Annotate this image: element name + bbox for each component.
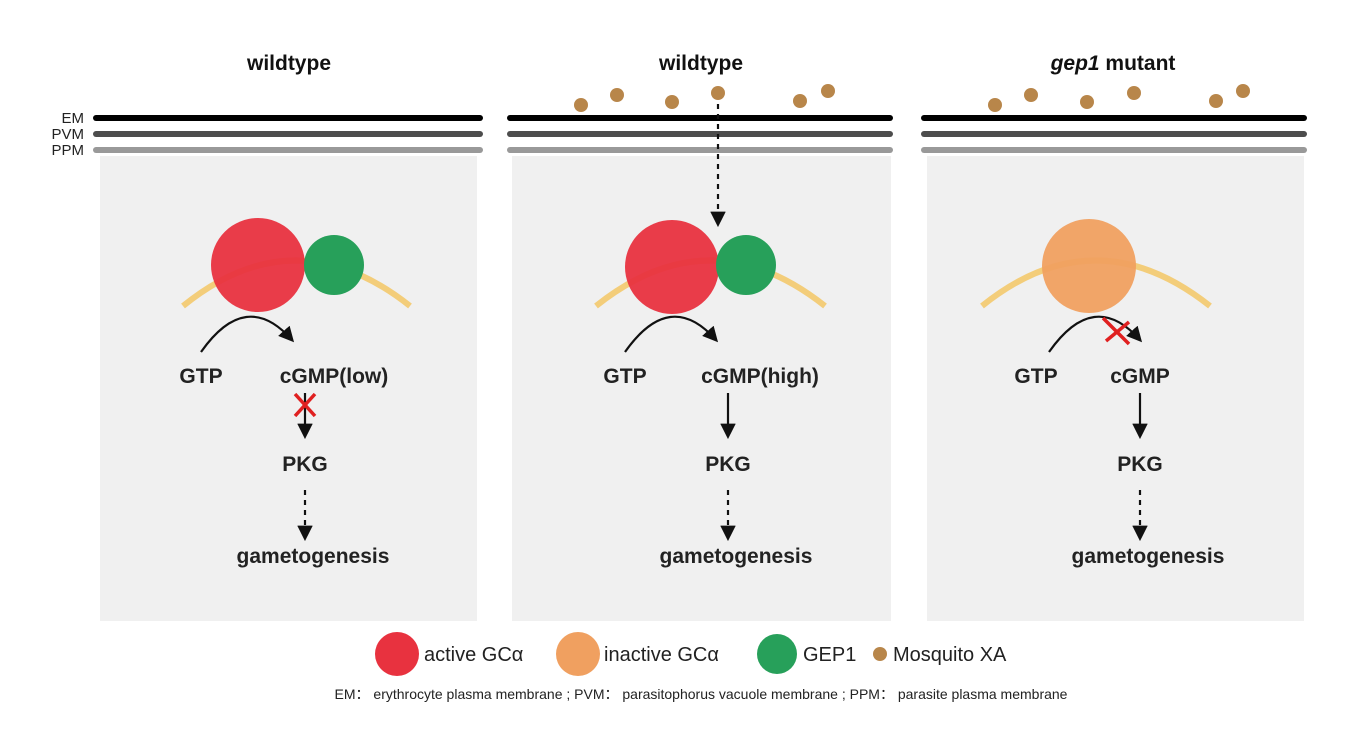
- panel-3-output: gametogenesis: [1072, 545, 1225, 568]
- membrane-label-pvm: PVM: [51, 126, 84, 143]
- legend-gep1-label: GEP1: [803, 644, 856, 666]
- panel-2-mosquito-xa: [665, 95, 679, 109]
- panel-2-mosquito-xa: [574, 98, 588, 112]
- panel-1-cgmp: cGMP(low): [280, 365, 389, 388]
- panel-2-title: wildtype: [658, 52, 743, 75]
- panel-2-output: gametogenesis: [660, 545, 813, 568]
- panel-2-mosquito-xa: [610, 88, 624, 102]
- panel-3-gtp: GTP: [1014, 365, 1057, 388]
- panel-2: wildtype GTP cGMP(high) PKG gametogenesi…: [507, 52, 893, 621]
- panel-2-title-text: wildtype: [658, 52, 743, 75]
- footnote: EM： erythrocyte plasma membrane ; PVM： p…: [335, 686, 1068, 702]
- legend: active GCα inactive GCα GEP1 Mosquito XA: [375, 632, 1007, 676]
- panel-2-active-gc: [625, 220, 719, 314]
- panel-2-gep1: [716, 235, 776, 295]
- panel-1-gep1: [304, 235, 364, 295]
- panel-1: wildtype GTP cGMP(low) PKG gametogenesis: [93, 52, 483, 621]
- panel-1-output: gametogenesis: [237, 545, 390, 568]
- panel-2-gtp: GTP: [603, 365, 646, 388]
- panel-3: gep1 mutant GTP cGMP PKG gametogenesis: [921, 52, 1307, 621]
- panel-3-pkg: PKG: [1117, 453, 1163, 476]
- panel-3-mosquito-xa: [988, 98, 1002, 112]
- panel-3-mosquito-xa: [1127, 86, 1141, 100]
- panel-3-mosquito-xa: [1080, 95, 1094, 109]
- panel-1-title: wildtype: [246, 52, 331, 75]
- panel-2-conversion-arrow: [624, 315, 719, 353]
- legend-inactive-gc-swatch: [556, 632, 600, 676]
- legend-mosquito-xa-label: Mosquito XA: [893, 644, 1007, 666]
- panel-3-mosquito-xa: [1236, 84, 1250, 98]
- panel-3-title-italic: gep1: [1050, 52, 1100, 75]
- legend-active-gc-swatch: [375, 632, 419, 676]
- panel-2-cgmp: cGMP(high): [701, 365, 819, 388]
- panel-1-gtp: GTP: [179, 365, 222, 388]
- legend-active-gc-label: active GCα: [424, 644, 523, 666]
- panel-1-conversion-arrow: [200, 315, 295, 353]
- panel-3-mosquito-xa: [1209, 94, 1223, 108]
- panel-2-mosquito-xa: [793, 94, 807, 108]
- membrane-label-em: EM: [62, 110, 85, 127]
- legend-gep1-swatch: [757, 634, 797, 674]
- panel-2-pkg: PKG: [705, 453, 751, 476]
- panel-3-title-text: mutant: [1100, 52, 1176, 75]
- panel-1-active-gc: [211, 218, 305, 312]
- panel-2-mosquito-xa: [711, 86, 725, 100]
- membrane-label-ppm: PPM: [51, 142, 84, 159]
- panel-3-conversion-arrow: [1048, 315, 1143, 353]
- panel-1-pkg: PKG: [282, 453, 328, 476]
- panel-3-inactive-gc: [1042, 219, 1136, 313]
- panel-3-block-mark: [1101, 316, 1131, 346]
- panel-1-title-text: wildtype: [246, 52, 331, 75]
- panel-1-block-mark: [293, 392, 317, 418]
- legend-mosquito-xa-swatch: [873, 647, 887, 661]
- panel-3-cgmp: cGMP: [1110, 365, 1170, 388]
- panel-2-mosquito-xa: [821, 84, 835, 98]
- panel-3-title: gep1 mutant: [1050, 52, 1176, 75]
- legend-inactive-gc-label: inactive GCα: [604, 644, 719, 666]
- panel-3-mosquito-xa: [1024, 88, 1038, 102]
